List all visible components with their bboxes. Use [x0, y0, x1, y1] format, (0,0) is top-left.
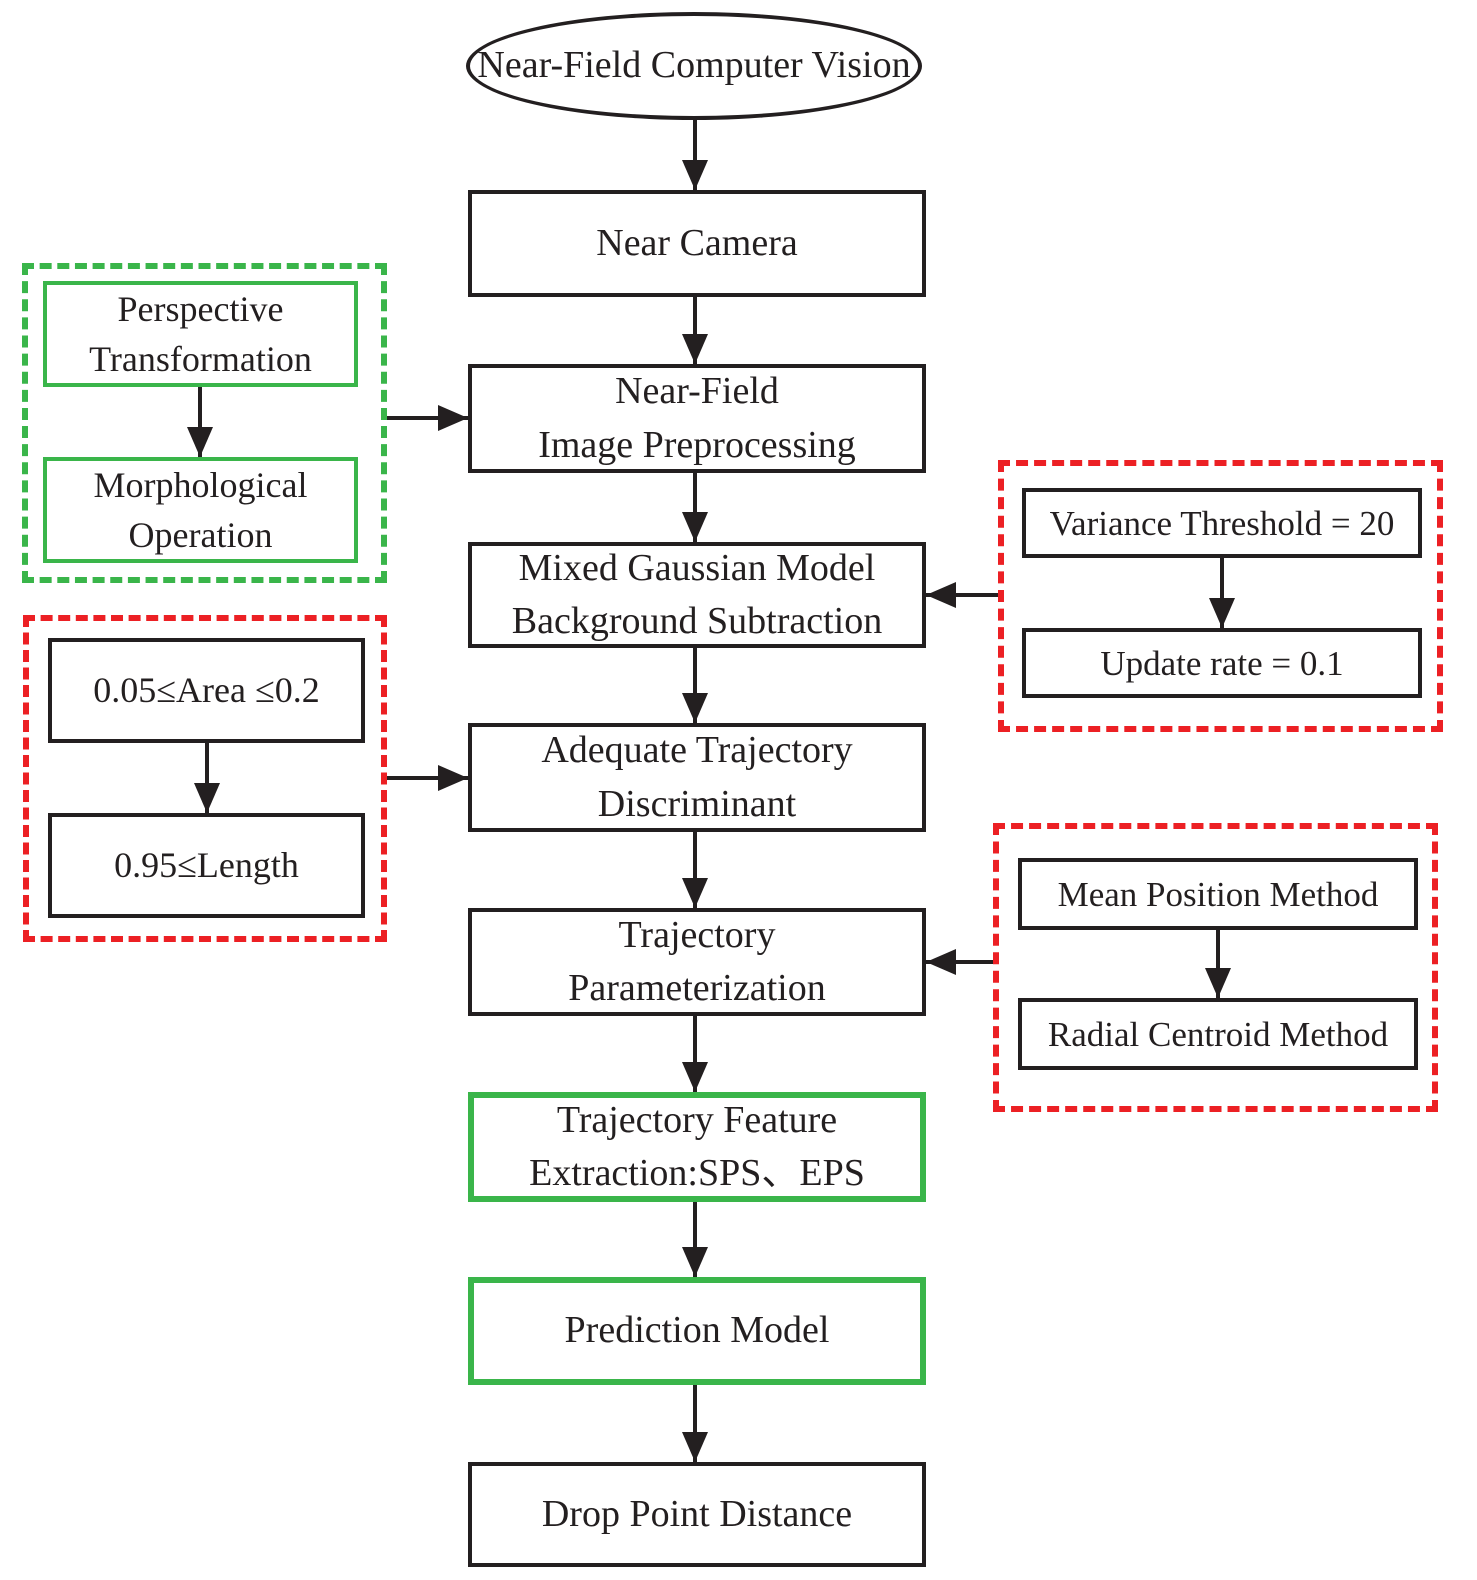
- down-arrow: [693, 832, 697, 908]
- parameterization-input-arrow: [926, 960, 993, 964]
- preprocessing-steps-group: [22, 263, 387, 583]
- area-threshold-box: 0.05≤Area ≤0.2: [48, 638, 365, 743]
- perspective-transformation-box: Perspective Transformation: [43, 281, 358, 387]
- update-rate-box: Update rate = 0.1: [1022, 628, 1422, 698]
- preprocessing-input-arrow: [387, 416, 468, 420]
- down-arrow: [693, 297, 697, 364]
- background-subtraction-box: Mixed Gaussian Model Background Subtract…: [468, 542, 926, 648]
- background-subtraction-input-arrow: [926, 593, 998, 597]
- down-arrow: [1216, 930, 1220, 998]
- down-arrow: [1220, 558, 1224, 628]
- down-arrow: [693, 1016, 697, 1092]
- down-arrow: [198, 387, 202, 457]
- mean-position-method-box: Mean Position Method: [1018, 858, 1418, 930]
- prediction-model-box: Prediction Model: [468, 1277, 926, 1385]
- radial-centroid-method-box: Radial Centroid Method: [1018, 998, 1418, 1070]
- start-ellipse: Near-Field Computer Vision: [466, 12, 922, 120]
- down-arrow: [693, 1202, 697, 1277]
- down-arrow: [693, 473, 697, 542]
- length-threshold-box: 0.95≤Length: [48, 813, 365, 918]
- discriminant-input-arrow: [387, 776, 468, 780]
- variance-threshold-box: Variance Threshold = 20: [1022, 488, 1422, 558]
- near-camera-box: Near Camera: [468, 190, 926, 297]
- down-arrow: [205, 743, 209, 813]
- trajectory-parameterization-box: Trajectory Parameterization: [468, 908, 926, 1016]
- down-arrow: [693, 120, 697, 190]
- trajectory-discriminant-box: Adequate Trajectory Discriminant: [468, 723, 926, 832]
- morphological-operation-box: Morphological Operation: [43, 457, 358, 563]
- gaussian-params-group: [998, 460, 1443, 732]
- drop-point-distance-box: Drop Point Distance: [468, 1462, 926, 1567]
- trajectory-criteria-group: [23, 615, 387, 942]
- down-arrow: [693, 648, 697, 723]
- parameterization-methods-group: [993, 823, 1438, 1112]
- down-arrow: [693, 1385, 697, 1462]
- feature-extraction-box: Trajectory Feature Extraction:SPS、EPS: [468, 1092, 926, 1202]
- image-preprocessing-box: Near-Field Image Preprocessing: [468, 364, 926, 473]
